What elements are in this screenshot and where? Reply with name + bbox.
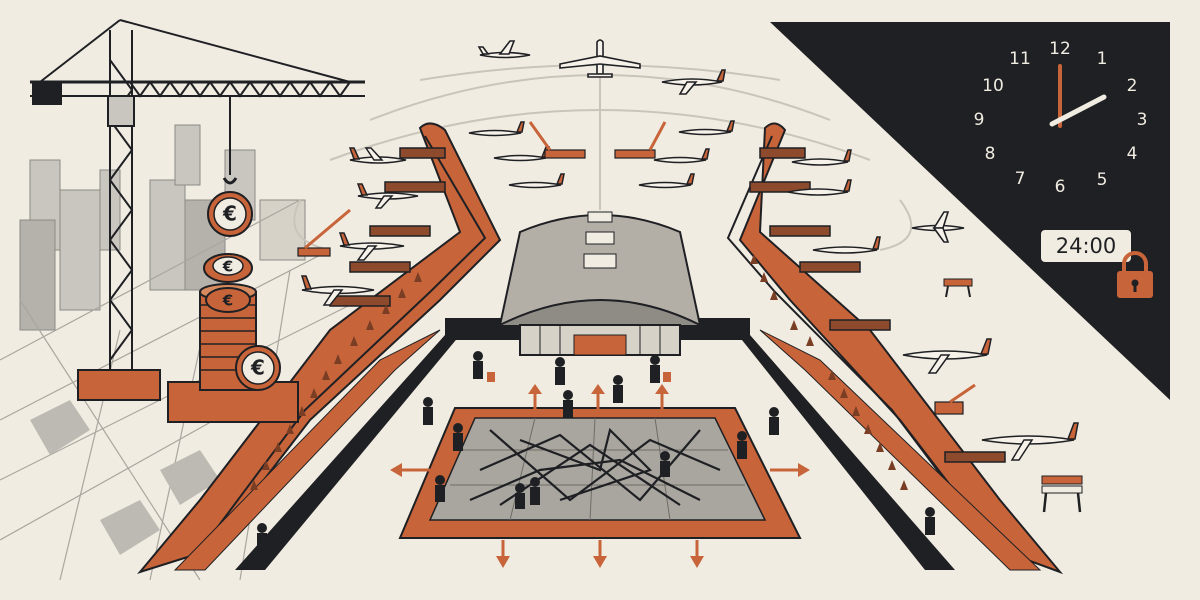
euro-symbol: €	[222, 202, 237, 226]
airplane-icon	[638, 173, 695, 189]
traveler-icon	[555, 357, 565, 385]
crane-base	[77, 369, 161, 401]
time-display-text: 24:00	[1056, 234, 1117, 258]
right-concourse	[726, 122, 1064, 575]
main-terminal	[445, 211, 750, 356]
traveler-icons	[257, 351, 935, 551]
airplane-icon	[981, 422, 1079, 461]
airplane-icon	[348, 147, 407, 164]
construction-barrier-icon	[943, 278, 973, 298]
airplane-icon	[902, 338, 992, 374]
clock-number-8: 8	[985, 144, 996, 164]
padlock-icon	[1117, 251, 1153, 298]
airplane-icon	[787, 179, 852, 196]
traveler-icon	[737, 431, 747, 459]
gate-airplanes-left	[300, 121, 565, 306]
traveler-icon	[423, 397, 433, 425]
traveler-icon	[473, 351, 495, 382]
euro-coin-icon: €	[205, 287, 251, 313]
clock-number-12: 12	[1049, 39, 1071, 59]
gate-airplanes-right	[638, 120, 1079, 461]
clock-number-6: 6	[1055, 177, 1066, 197]
construction-barrier-icon	[1041, 475, 1083, 513]
airplane-icon	[911, 211, 965, 243]
traveler-icon	[257, 523, 267, 551]
euro-symbol: €	[222, 258, 233, 276]
clock-hour-hand	[1049, 94, 1107, 127]
airplane-icon	[356, 183, 419, 209]
ground-service-vehicles	[297, 121, 976, 415]
euro-symbol: €	[222, 292, 233, 310]
airplane-icon	[338, 232, 405, 261]
traveler-icon	[769, 407, 779, 435]
clock-number-7: 7	[1015, 169, 1026, 189]
clock-icon: 12 1 2 3 4 5 6 7 8 9 10 11	[974, 39, 1148, 197]
clock-number-5: 5	[1097, 170, 1108, 190]
left-concourse	[137, 122, 502, 574]
city-skyline	[19, 124, 306, 331]
euro-coin-icon: €	[235, 345, 281, 391]
euro-symbol: €	[250, 356, 265, 380]
traveler-icon	[453, 423, 463, 451]
clock-number-11: 11	[1009, 49, 1031, 69]
passenger-queues	[250, 254, 908, 490]
central-floor	[398, 407, 802, 539]
airplane-icon	[812, 236, 881, 254]
clock-number-10: 10	[982, 76, 1004, 96]
city-blocks	[30, 400, 220, 555]
traveler-icon	[613, 375, 623, 403]
clock-number-3: 3	[1137, 110, 1148, 130]
clock-number-2: 2	[1127, 76, 1138, 96]
airplane-icon	[653, 148, 710, 164]
airplane-icon	[477, 40, 531, 59]
time-display: 24:00	[1039, 228, 1133, 264]
arrow-icons	[390, 384, 810, 568]
clock-number-1: 1	[1097, 49, 1108, 69]
clock-number-4: 4	[1127, 144, 1138, 164]
traveler-icon	[650, 355, 671, 383]
crane-icon	[30, 19, 365, 380]
traveler-icon	[925, 507, 935, 535]
euro-coin-icon: €	[203, 253, 253, 283]
distant-airplanes	[477, 39, 965, 243]
airplane-icon	[300, 275, 375, 306]
airplane-icon	[468, 121, 525, 137]
euro-coin-icon: €	[207, 191, 253, 237]
airplane-icon	[559, 39, 641, 78]
airplane-icon	[791, 149, 852, 166]
hall-walls	[173, 329, 1042, 571]
traveler-icon	[563, 390, 573, 418]
airplane-icon	[508, 173, 565, 189]
airplane-icon	[678, 120, 735, 136]
airplane-icon	[661, 69, 726, 95]
airplane-icon	[493, 146, 550, 162]
clock-number-9: 9	[974, 110, 985, 130]
